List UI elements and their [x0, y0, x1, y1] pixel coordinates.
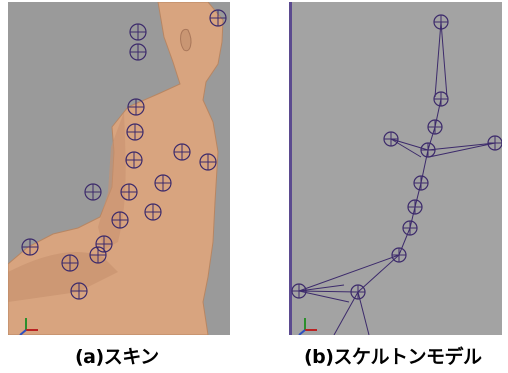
- bone-segment: [391, 139, 421, 157]
- bone-segment: [358, 255, 399, 292]
- joint-marker-icon[interactable]: [145, 204, 161, 220]
- joint-marker-icon[interactable]: [434, 15, 448, 29]
- bone-segment: [421, 150, 428, 183]
- joint-marker-icon[interactable]: [126, 152, 142, 168]
- joint-marker-icon[interactable]: [434, 92, 448, 106]
- joint-marker-icon[interactable]: [22, 239, 38, 255]
- joint-marker-icon[interactable]: [403, 221, 417, 235]
- joint-marker-icon[interactable]: [121, 184, 137, 200]
- joint-marker-icon[interactable]: [62, 255, 78, 271]
- bone-segment: [429, 143, 495, 157]
- joint-marker-icon[interactable]: [128, 99, 144, 115]
- joint-marker-icon[interactable]: [488, 136, 502, 150]
- viewport-skeleton[interactable]: [289, 2, 502, 335]
- joint-marker-icon[interactable]: [351, 285, 365, 299]
- joint-marker-icon[interactable]: [90, 247, 106, 263]
- joint-marker-icon[interactable]: [130, 24, 146, 40]
- joint-marker-icon[interactable]: [292, 284, 306, 298]
- axis-gizmo-icon: [299, 318, 317, 335]
- bone-segment: [299, 291, 349, 302]
- bone-segment: [410, 207, 415, 228]
- joint-marker-icon[interactable]: [428, 120, 442, 134]
- skeleton-bones: [299, 22, 495, 335]
- joint-marker-icon[interactable]: [130, 44, 146, 60]
- joint-marker-icon[interactable]: [392, 248, 406, 262]
- bone-segment: [299, 291, 358, 292]
- joint-marker-icon[interactable]: [127, 124, 143, 140]
- bone-segment: [441, 22, 447, 97]
- bone-segment: [435, 22, 441, 97]
- joint-marker-icon[interactable]: [210, 10, 226, 26]
- ear-shape: [181, 29, 191, 50]
- joint-marker-icon[interactable]: [421, 143, 435, 157]
- joint-marker-icon[interactable]: [408, 200, 422, 214]
- joint-marker-icon[interactable]: [112, 212, 128, 228]
- joint-marker-icon[interactable]: [71, 283, 87, 299]
- skeleton-render: [289, 2, 502, 335]
- joint-marker-icon[interactable]: [155, 175, 171, 191]
- caption-skeleton: (b)スケルトンモデル: [304, 342, 481, 369]
- joint-marker-icon[interactable]: [200, 154, 216, 170]
- bone-segment: [415, 183, 421, 207]
- bone-segment: [391, 139, 428, 150]
- joint-marker-icon[interactable]: [384, 132, 398, 146]
- bone-segment: [299, 255, 399, 291]
- joint-marker-icon[interactable]: [174, 144, 190, 160]
- bone-segment: [428, 143, 495, 150]
- joint-marker-icon[interactable]: [85, 184, 101, 200]
- skin-render: [8, 2, 230, 335]
- caption-skin: (a)スキン: [75, 342, 159, 369]
- joint-marker-icon[interactable]: [414, 176, 428, 190]
- viewport-skin[interactable]: [8, 2, 230, 335]
